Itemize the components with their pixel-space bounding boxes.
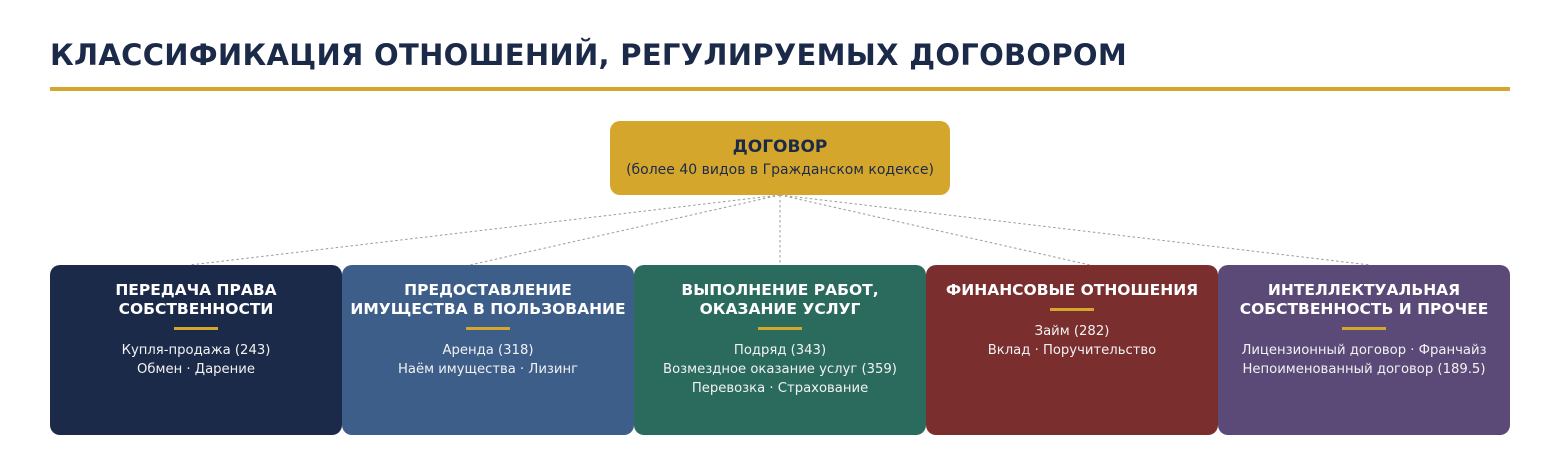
category-title-line: ВЫПОЛНЕНИЕ РАБОТ, <box>681 281 879 299</box>
category-title-line: ОКАЗАНИЕ УСЛУГ <box>699 300 861 318</box>
category-item: Аренда (318) <box>442 343 534 358</box>
page-title: КЛАССИФИКАЦИЯ ОТНОШЕНИЙ, РЕГУЛИРУЕМЫХ ДО… <box>50 38 1128 72</box>
connector-line <box>779 194 1091 266</box>
category-title: ВЫПОЛНЕНИЕ РАБОТ,ОКАЗАНИЕ УСЛУГ <box>634 281 926 319</box>
category-item: Подряд (343) <box>733 343 827 358</box>
category-item: Вклад · Поручительство <box>987 343 1157 358</box>
category-title-line: СОБСТВЕННОСТИ <box>118 300 274 318</box>
category-items: Займ (282) Вклад · Поручительство <box>926 322 1218 360</box>
category-title-line: ПРЕДОСТАВЛЕНИЕ <box>404 281 572 299</box>
category-item: Возмездное оказание услуг (359) <box>663 362 897 377</box>
connector-line <box>779 194 1371 266</box>
category-divider <box>1342 327 1386 330</box>
category-item: Обмен · Дарение <box>137 362 255 377</box>
connector-line <box>189 194 781 266</box>
category-item: Купля-продажа (243) <box>121 343 271 358</box>
category-item: Лицензионный договор · Франчайз <box>1241 343 1487 358</box>
connector-line <box>469 194 781 266</box>
category-title-line: ИМУЩЕСТВА В ПОЛЬЗОВАНИЕ <box>350 300 626 318</box>
category-items: Аренда (318) Наём имущества · Лизинг <box>342 341 634 379</box>
category-title-line: СОБСТВЕННОСТЬ И ПРОЧЕЕ <box>1239 300 1489 318</box>
category-card-works-services: ВЫПОЛНЕНИЕ РАБОТ,ОКАЗАНИЕ УСЛУГ Подряд (… <box>634 265 926 435</box>
category-item: Перевозка · Страхование <box>691 381 869 396</box>
category-items: Подряд (343) Возмездное оказание услуг (3… <box>634 341 926 398</box>
category-divider <box>466 327 510 330</box>
root-node-title: ДОГОВОР <box>732 137 828 157</box>
category-title: ФИНАНСОВЫЕ ОТНОШЕНИЯ <box>926 281 1218 300</box>
category-title-line: ФИНАНСОВЫЕ ОТНОШЕНИЯ <box>945 281 1199 299</box>
title-underline <box>50 87 1510 91</box>
category-card-financial: ФИНАНСОВЫЕ ОТНОШЕНИЯ Займ (282) Вклад · П… <box>926 265 1218 435</box>
category-items: Купля-продажа (243) Обмен · Дарение <box>50 341 342 379</box>
category-divider <box>758 327 802 330</box>
category-divider <box>1050 308 1094 311</box>
root-node-subtitle: (более 40 видов в Гражданском кодексе) <box>626 162 934 178</box>
category-item: Наём имущества · Лизинг <box>397 362 579 377</box>
root-node-contract: ДОГОВОР (более 40 видов в Гражданском ко… <box>610 121 950 195</box>
category-item: Займ (282) <box>1034 324 1110 339</box>
category-divider <box>174 327 218 330</box>
category-item: Непоименованный договор (189.5) <box>1242 362 1486 377</box>
category-title-line: ИНТЕЛЛЕКТУАЛЬНАЯ <box>1267 281 1461 299</box>
category-title-line: ПЕРЕДАЧА ПРАВА <box>115 281 277 299</box>
